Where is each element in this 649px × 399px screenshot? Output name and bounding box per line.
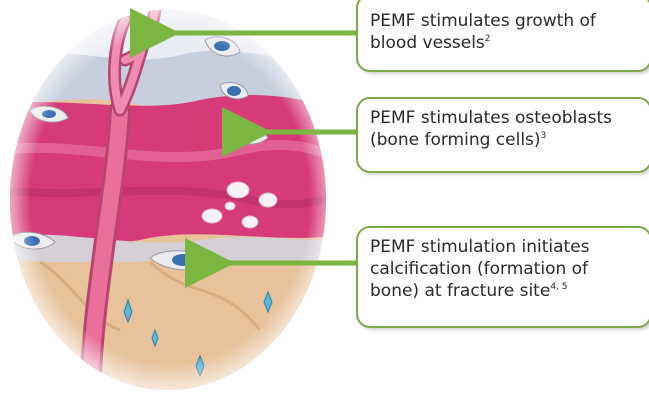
callout-text-line: bone) at fracture site [370, 281, 550, 301]
callout-text-line: blood vessels [370, 33, 485, 53]
callout-text-line: calcification (formation of [370, 259, 588, 279]
reference-marker: 4, 5 [550, 282, 567, 292]
reference-marker: 2 [485, 34, 491, 44]
callout-osteoblasts: PEMF stimulates osteoblasts (bone formin… [356, 97, 649, 173]
callout-text-line: PEMF stimulates growth of [370, 11, 596, 31]
callout-blood-vessels: PEMF stimulates growth of blood vessels2 [356, 0, 649, 72]
callout-text-line: PEMF stimulates osteoblasts [370, 108, 612, 128]
callout-text-line: PEMF stimulation initiates [370, 237, 590, 257]
reference-marker: 3 [541, 131, 547, 141]
tissue-cross-section [0, 0, 340, 399]
callout-text-line: (bone forming cells) [370, 130, 541, 150]
callout-calcification: PEMF stimulation initiates calcification… [356, 226, 649, 328]
